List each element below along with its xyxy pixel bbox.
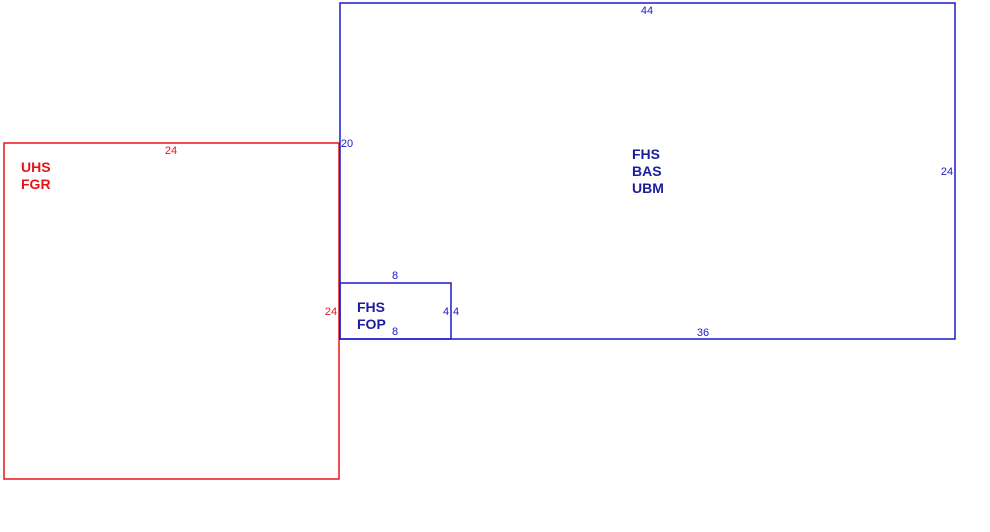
red-room-outline [3, 142, 340, 480]
large-room-label-line1: FHS [632, 146, 660, 162]
red-room-dim-right: 24 [325, 306, 337, 318]
small-room-dim-right-outer: 4 [453, 306, 459, 318]
small-room-outline [339, 282, 452, 340]
large-room-label-line2: BAS [632, 163, 662, 179]
large-room-dim-top: 44 [641, 5, 653, 17]
large-room-label-line3: UBM [632, 180, 664, 196]
small-room-label-line2: FOP [357, 316, 386, 332]
small-room-dim-bottom: 8 [392, 326, 398, 338]
red-room-dim-top: 24 [165, 145, 177, 157]
small-room-dim-right-inner: 4 [443, 306, 449, 318]
small-room-dim-top: 8 [392, 270, 398, 282]
small-room-label-line1: FHS [357, 299, 385, 315]
red-room-label-line1: UHS [21, 159, 51, 175]
large-room-dim-left: 20 [341, 138, 353, 150]
small-room: FHS FOP 8 8 4 4 [339, 270, 459, 340]
large-room-dim-right: 24 [941, 166, 953, 178]
large-room-dim-bottom: 36 [697, 327, 709, 339]
large-room-outline [339, 2, 956, 340]
red-room: UHS FGR 24 24 [3, 142, 340, 480]
red-room-label-line2: FGR [21, 176, 51, 192]
large-room: FHS BAS UBM 44 20 24 36 [339, 2, 956, 340]
